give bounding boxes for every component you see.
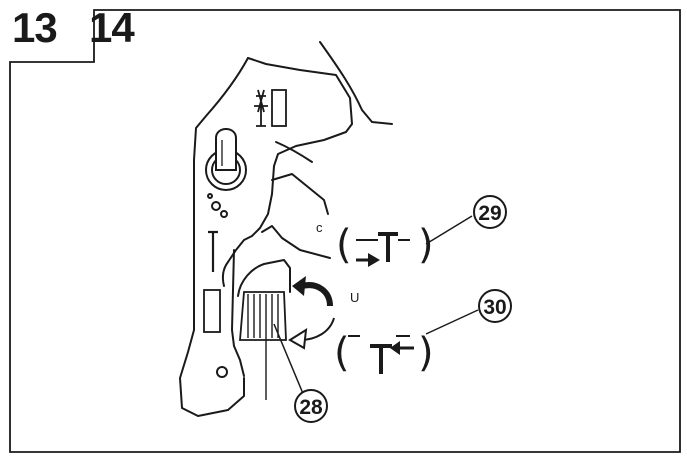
thread-loosen-symbol-icon: ( ) (336, 222, 434, 268)
marking-lower: U (350, 290, 359, 305)
callout-29: 29 (473, 195, 507, 229)
frame (9, 9, 681, 453)
thread-tighten-symbol-icon: ( ) (334, 330, 434, 376)
machine-body (179, 41, 393, 417)
needle-symbol-icon (203, 89, 287, 333)
paren-open-lower: ( (334, 330, 350, 376)
page-number-left: 13 (12, 4, 58, 51)
knurled-wheel (239, 291, 287, 400)
callout-29-label: 29 (478, 202, 501, 225)
paren-open-upper: ( (336, 222, 352, 268)
leader-lines (273, 215, 479, 397)
thread-tension-icon (205, 128, 247, 378)
callout-28-label: 28 (299, 396, 323, 419)
rotate-arrow-icon (288, 276, 335, 350)
page-number-right: 14 (89, 4, 135, 51)
callout-30-label: 30 (483, 296, 506, 319)
marking-upper: c (316, 220, 323, 235)
paren-close-upper: ) (418, 222, 434, 268)
callout-28: 28 (294, 389, 328, 423)
callout-30: 30 (478, 289, 512, 323)
paren-close-lower: ) (418, 330, 434, 376)
